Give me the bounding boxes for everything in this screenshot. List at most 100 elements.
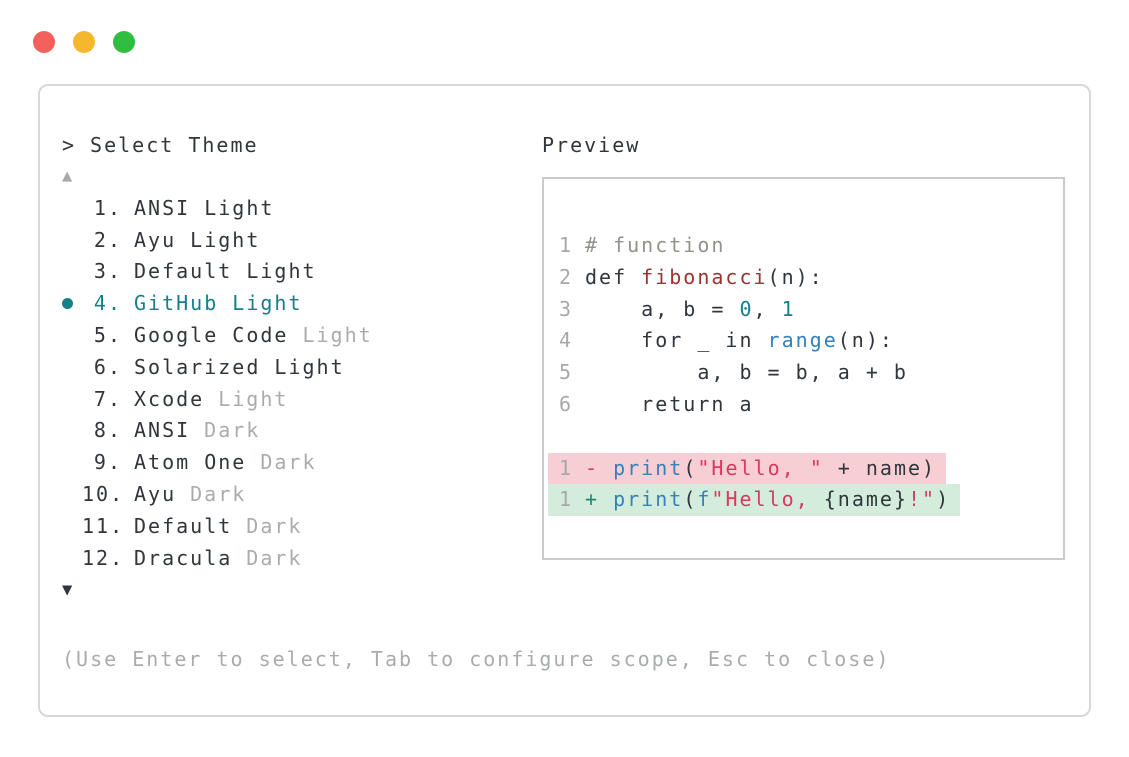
theme-item-label: Ayu — [134, 482, 177, 507]
code-line: 5 a, b = b, a + b — [559, 357, 908, 389]
line-number: 1 — [559, 233, 574, 257]
preview-label: Preview — [542, 133, 641, 157]
theme-selector-panel: > Select Theme ▲ 1. ANSI Light 2. Ayu Light 3… — [62, 130, 542, 606]
theme-item-variant: Dark — [260, 450, 317, 475]
code-token: def — [585, 264, 642, 289]
theme-item-number: 1. — [93, 195, 122, 220]
theme-item-number: 4. — [93, 291, 122, 316]
bullet-slot — [62, 297, 82, 309]
theme-item-label: Atom One — [134, 450, 247, 475]
code-token: f — [697, 487, 712, 512]
code-token: range — [767, 328, 838, 353]
code-token: # function — [585, 233, 726, 257]
code-token: ( — [683, 455, 698, 480]
theme-item-number: 2. — [93, 227, 122, 252]
theme-list: 1. ANSI Light 2. Ayu Light 3. Default Light 4.… — [62, 192, 542, 574]
code-token: - — [585, 455, 614, 480]
code-token: 1 — [781, 296, 796, 321]
code-token: return a — [585, 391, 754, 416]
prompt-title: Select Theme — [90, 133, 259, 157]
line-number: 3 — [559, 296, 574, 321]
code-token: + — [585, 487, 614, 512]
theme-item-number: 5. — [93, 323, 122, 348]
theme-item-variant: Dark — [204, 418, 261, 443]
line-number: 1 — [559, 455, 574, 480]
diff-removed-line: 1- print("Hello, " + name) — [548, 452, 947, 485]
theme-item-label: Solarized Light — [134, 354, 345, 379]
theme-item-number: 3. — [93, 259, 122, 284]
theme-item-label: Ayu Light — [134, 227, 261, 252]
theme-item-label: ANSI — [134, 418, 191, 443]
minimize-button[interactable] — [73, 31, 95, 53]
selected-bullet-icon — [62, 297, 73, 309]
line-number: 4 — [559, 328, 574, 353]
theme-list-item[interactable]: 5. Google Code Light — [62, 319, 542, 351]
line-number: 6 — [559, 391, 574, 416]
code-token: "Hello, " — [697, 455, 824, 480]
theme-item-number: 6. — [93, 354, 122, 379]
theme-list-item[interactable]: 7. Xcode Light — [62, 383, 542, 415]
theme-item-variant: Light — [218, 386, 289, 411]
theme-item-label: Xcode — [134, 386, 205, 411]
theme-list-item[interactable]: 9. Atom One Dark — [62, 446, 542, 478]
theme-item-variant: Dark — [246, 545, 303, 570]
theme-item-label: Dracula — [134, 545, 233, 570]
code-token: print — [613, 455, 684, 480]
code-token: (n): — [837, 328, 894, 353]
code-token: for _ in — [585, 328, 768, 353]
theme-list-item[interactable]: 6. Solarized Light — [62, 351, 542, 383]
theme-list-item[interactable]: 10. Ayu Dark — [62, 478, 542, 510]
code-line: 2 def fibonacci(n): — [559, 262, 824, 294]
code-line: 6 return a — [559, 389, 754, 421]
line-number: 1 — [559, 487, 574, 512]
scroll-up-icon[interactable]: ▲ — [62, 166, 73, 186]
code-token: a, b = b, a + b — [585, 360, 908, 385]
code-token: print — [613, 487, 684, 512]
line-number: 2 — [559, 264, 574, 289]
code-token: a, b = — [585, 296, 740, 321]
code-line: 1 # function — [559, 230, 725, 262]
theme-item-label: Google Code — [134, 323, 289, 348]
theme-item-number: 8. — [93, 418, 122, 443]
theme-list-item[interactable]: 2. Ayu Light — [62, 224, 542, 256]
theme-list-item[interactable]: 1. ANSI Light — [62, 192, 542, 224]
theme-item-number: 11. — [82, 513, 125, 538]
code-token: (n): — [767, 264, 824, 289]
diff-added-line: 1+ print(f"Hello, {name}!") — [548, 484, 961, 517]
theme-item-number: 9. — [93, 450, 122, 475]
theme-item-variant: Light — [302, 323, 373, 348]
code-token: {name} — [823, 487, 908, 512]
theme-item-number: 12. — [82, 545, 125, 570]
code-token: 0 — [739, 296, 754, 321]
theme-item-label: GitHub Light — [134, 291, 303, 316]
traffic-lights — [33, 31, 135, 53]
prompt-chevron-icon: > — [62, 133, 77, 157]
scroll-down-icon[interactable]: ▼ — [62, 579, 73, 600]
theme-list-item[interactable]: 4. GitHub Light — [62, 287, 542, 319]
line-number: 5 — [559, 360, 574, 385]
close-button[interactable] — [33, 31, 55, 53]
theme-item-number: 7. — [93, 386, 122, 411]
code-line: 4 for _ in range(n): — [559, 325, 894, 357]
theme-item-label: ANSI Light — [134, 195, 275, 220]
hint-text: (Use Enter to select, Tab to configure s… — [62, 647, 891, 671]
code-token: !" — [907, 487, 937, 512]
app-window: > Select Theme ▲ 1. ANSI Light 2. Ayu Light 3… — [38, 84, 1091, 717]
code-token: , — [753, 296, 782, 321]
theme-item-label: Default Light — [134, 259, 317, 284]
theme-list-item[interactable]: 12. Dracula Dark — [62, 542, 542, 574]
theme-item-label: Default — [134, 513, 233, 538]
maximize-button[interactable] — [113, 31, 135, 53]
theme-item-variant: Dark — [190, 482, 247, 507]
code-token: ) — [936, 487, 951, 512]
code-token: "Hello, — [711, 487, 824, 512]
code-line: 3 a, b = 0, 1 — [559, 294, 796, 326]
theme-list-item[interactable]: 3. Default Light — [62, 256, 542, 288]
theme-item-number: 10. — [82, 482, 125, 507]
code-token: fibonacci — [641, 264, 768, 289]
code-token: + name) — [823, 455, 937, 480]
theme-list-item[interactable]: 8. ANSI Dark — [62, 415, 542, 447]
